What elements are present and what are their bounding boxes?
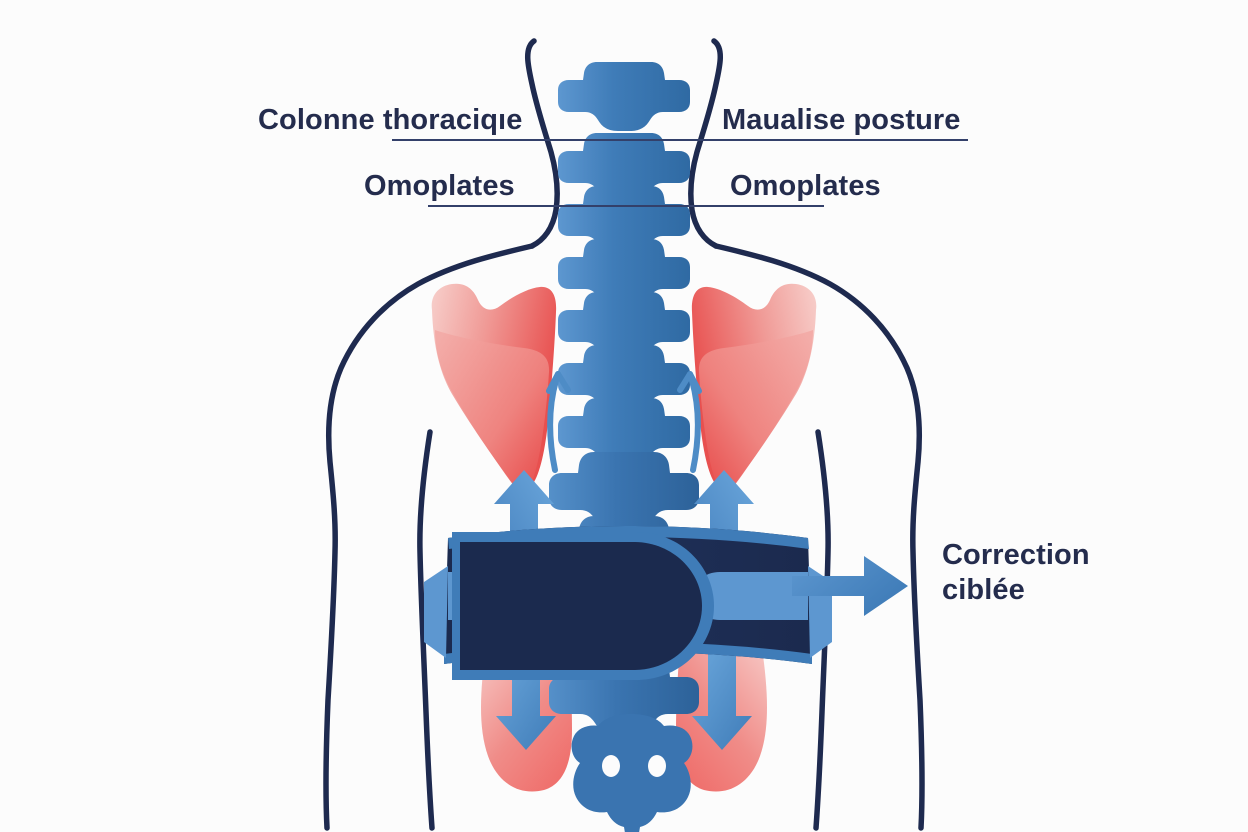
label-correction-ciblee: Correction ciblée [942, 539, 1090, 607]
label-omoplates-left: Omoplates [364, 170, 515, 202]
neck-outline-left [525, 38, 560, 249]
torso-outline-right [713, 243, 925, 831]
belt-strap-right [694, 572, 808, 620]
neck-outline-right [688, 38, 723, 249]
correction-arrow [792, 556, 908, 616]
label-omoplates-right: Omoplates [730, 170, 881, 202]
arm-inner-outline-left [417, 429, 435, 831]
torso-outline-left [323, 243, 535, 831]
curved-arrow-right [677, 371, 702, 473]
lumbar-support-belt [424, 526, 832, 680]
curved-arrow-left [546, 371, 571, 473]
sacral-foramen-right [648, 755, 666, 777]
press-arrow-left [496, 654, 556, 750]
scapula-left [431, 283, 557, 491]
label-leader-lines [392, 139, 968, 207]
belt-lumbar-pad-inner [460, 542, 702, 670]
scapula-right [691, 283, 817, 491]
label-colonne-thoracique: Colonne thoraciqıe [258, 104, 523, 136]
belt-wing-left [424, 566, 448, 658]
sacral-foramen-left [602, 755, 620, 777]
label-mauvaise-posture: Maualise posture [722, 104, 961, 136]
belt-top-edge [448, 526, 809, 549]
sacrum [571, 714, 693, 832]
lift-arrow-left [494, 470, 554, 568]
thoracic-spine [558, 62, 690, 467]
lift-arrow-right [694, 470, 754, 568]
press-arrow-right [692, 654, 752, 750]
